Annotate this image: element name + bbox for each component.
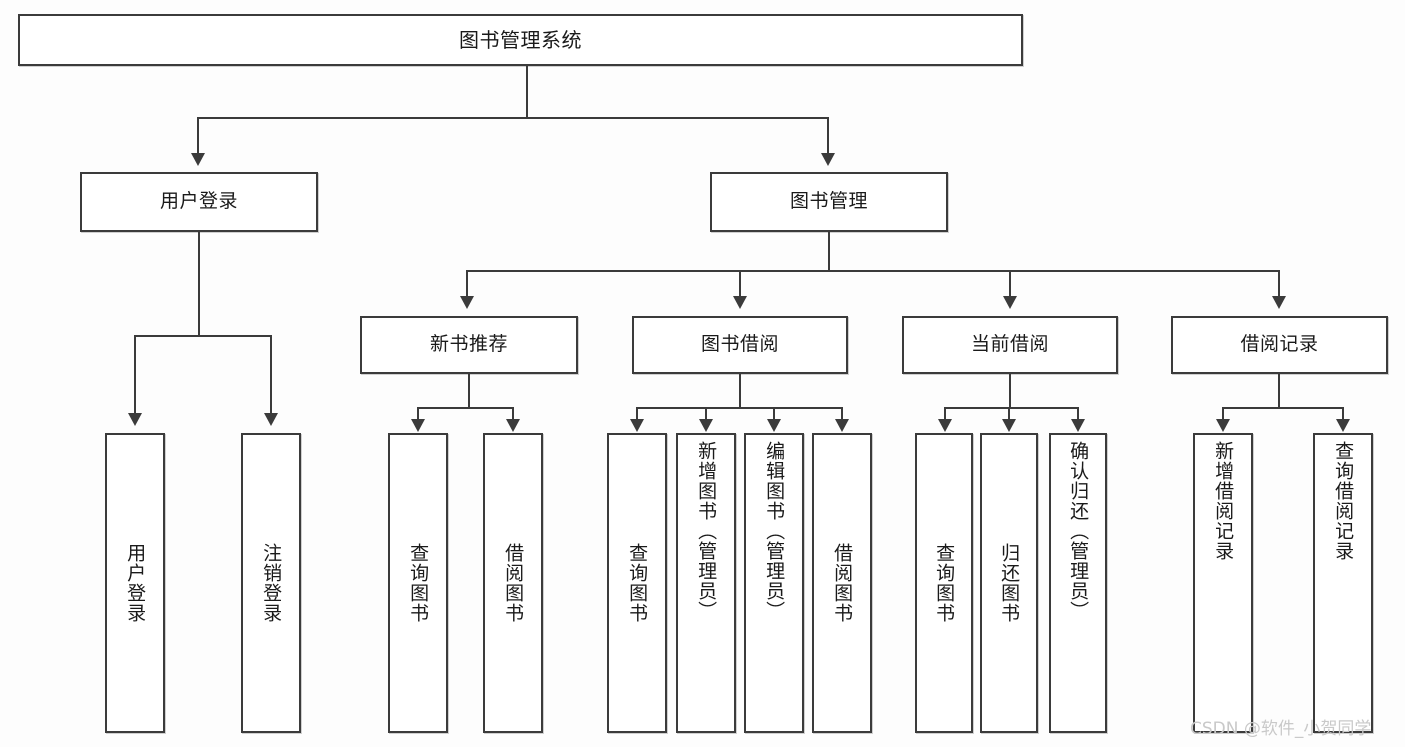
connector-root-bus: [197, 117, 829, 119]
node-label: 用户登录: [124, 543, 147, 623]
leaf-logout[interactable]: 注销登录: [241, 433, 301, 733]
connector-borrow-record-bus: [1222, 407, 1343, 409]
csdn-watermark: CSDN @软件_小贺同学: [1190, 719, 1372, 739]
arrowhead-book-borrow: [733, 296, 747, 309]
connector-bb-child-3: [773, 407, 775, 421]
leaf-query-book-recommend[interactable]: 查询图书: [388, 433, 448, 733]
connector-current-borrow-stem: [1009, 374, 1011, 408]
connector-user-login-stem: [198, 232, 200, 336]
connector-current-borrow-bus: [944, 407, 1079, 409]
connector-nbr-child-2: [512, 407, 514, 421]
connector-cb-child-1: [944, 407, 946, 421]
arrowhead-leaf-add-book: [699, 419, 713, 432]
connector-cb-child-2: [1008, 407, 1010, 421]
connector-user-login-bus: [134, 335, 270, 337]
node-label: 查询借阅记录: [1332, 441, 1355, 561]
node-label: 归还图书: [998, 543, 1021, 623]
arrowhead-new-book-recommend: [460, 296, 474, 309]
node-label: 新增借阅记录: [1212, 441, 1235, 561]
node-label: 查询图书: [407, 543, 430, 623]
node-label: 图书管理系统: [459, 27, 582, 52]
node-label: 新书推荐: [429, 333, 508, 356]
connector-to-borrow-record: [1278, 270, 1280, 298]
arrowhead-leaf-return-book: [1002, 419, 1016, 432]
leaf-query-book-borrow[interactable]: 查询图书: [607, 433, 667, 733]
connector-root-to-user-login: [197, 117, 199, 155]
connector-new-book-recommend-bus: [417, 407, 514, 409]
node-label: 注销登录: [260, 543, 283, 623]
connector-book-borrow-bus: [636, 407, 843, 409]
connector-root-to-book-management: [827, 117, 829, 155]
node-label: 图书管理: [789, 190, 868, 213]
leaf-confirm-return-admin[interactable]: 确认归还（管理员）: [1049, 433, 1107, 733]
arrowhead-leaf-query-record: [1336, 419, 1350, 432]
connector-br-child-1: [1222, 407, 1224, 421]
leaf-query-book-current[interactable]: 查询图书: [915, 433, 973, 733]
arrowhead-current-borrow: [1003, 296, 1017, 309]
arrowhead-leaf-query-book-cb: [938, 419, 952, 432]
arrowhead-user-login: [191, 153, 205, 166]
connector-br-child-2: [1342, 407, 1344, 421]
connector-nbr-child-1: [417, 407, 419, 421]
arrowhead-leaf-confirm-return: [1071, 419, 1085, 432]
leaf-query-borrow-record[interactable]: 查询借阅记录: [1313, 433, 1373, 733]
node-label: 编辑图书（管理员）: [763, 441, 786, 621]
connector-borrow-record-stem: [1278, 374, 1280, 408]
arrowhead-leaf-query-book-nbr: [411, 419, 425, 432]
connector-book-management-stem: [828, 232, 830, 272]
arrowhead-leaf-borrow-book-bb: [835, 419, 849, 432]
connector-cb-child-3: [1077, 407, 1079, 421]
connector-to-book-borrow: [739, 270, 741, 298]
connector-user-login-left: [134, 335, 136, 415]
node-borrow-record[interactable]: 借阅记录: [1171, 316, 1388, 374]
arrowhead-leaf-edit-book: [767, 419, 781, 432]
node-book-management-system[interactable]: 图书管理系统: [18, 14, 1023, 66]
node-label: 当前借阅: [970, 333, 1049, 356]
node-label: 借阅图书: [831, 543, 854, 623]
connector-bb-child-2: [705, 407, 707, 421]
leaf-edit-book-admin[interactable]: 编辑图书（管理员）: [744, 433, 804, 733]
node-label: 查询图书: [933, 543, 956, 623]
node-label: 查询图书: [626, 543, 649, 623]
node-user-login[interactable]: 用户登录: [80, 172, 318, 232]
arrowhead-leaf-query-book-bb: [630, 419, 644, 432]
node-label: 借阅图书: [502, 543, 525, 623]
connector-to-current-borrow: [1009, 270, 1011, 298]
node-new-book-recommend[interactable]: 新书推荐: [360, 316, 578, 374]
leaf-return-book[interactable]: 归还图书: [980, 433, 1038, 733]
arrowhead-book-management: [821, 153, 835, 166]
node-label: 图书借阅: [700, 333, 779, 356]
node-label: 用户登录: [159, 190, 238, 213]
connector-bb-child-1: [636, 407, 638, 421]
connector-to-new-book-recommend: [466, 270, 468, 298]
leaf-add-borrow-record[interactable]: 新增借阅记录: [1193, 433, 1253, 733]
connector-book-borrow-stem: [739, 374, 741, 408]
node-book-borrow[interactable]: 图书借阅: [632, 316, 848, 374]
arrowhead-leaf-borrow-book-nbr: [506, 419, 520, 432]
connector-bb-child-4: [841, 407, 843, 421]
node-label: 确认归还（管理员）: [1067, 441, 1090, 621]
arrowhead-leaf-user-login: [128, 413, 142, 426]
arrowhead-borrow-record: [1272, 296, 1286, 309]
connector-user-login-right: [270, 335, 272, 415]
node-label: 新增图书（管理员）: [695, 441, 718, 621]
leaf-borrow-book-recommend[interactable]: 借阅图书: [483, 433, 543, 733]
node-current-borrow[interactable]: 当前借阅: [902, 316, 1118, 374]
arrowhead-leaf-add-record: [1216, 419, 1230, 432]
connector-new-book-recommend-stem: [468, 374, 470, 408]
node-label: 借阅记录: [1240, 333, 1319, 356]
node-book-management[interactable]: 图书管理: [710, 172, 948, 232]
leaf-add-book-admin[interactable]: 新增图书（管理员）: [676, 433, 736, 733]
leaf-user-login[interactable]: 用户登录: [105, 433, 165, 733]
arrowhead-leaf-logout: [264, 413, 278, 426]
leaf-borrow-book-borrow[interactable]: 借阅图书: [812, 433, 872, 733]
connector-book-management-bus: [466, 270, 1280, 272]
connector-root-stem: [526, 66, 528, 118]
